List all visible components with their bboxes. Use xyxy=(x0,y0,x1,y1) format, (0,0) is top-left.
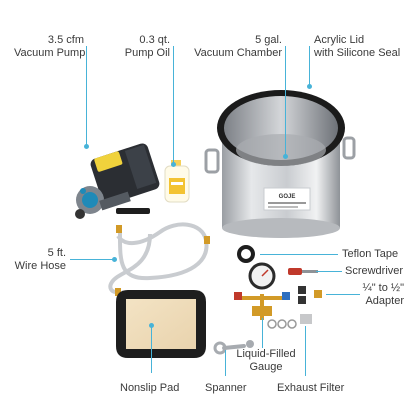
vacuum-chamber-label: 5 gal. Vacuum Chamber xyxy=(186,34,282,60)
vacuum-pump-icon xyxy=(75,143,160,219)
gauge-spec: Liquid-Filled xyxy=(236,348,296,360)
chamber-brand: GOJE xyxy=(279,194,296,200)
leader-dot-pump-oil xyxy=(171,162,176,167)
pump-oil-spec: 0.3 qt. xyxy=(139,34,170,46)
leader-dot-vacuum-pump xyxy=(84,144,89,149)
leader-pump-oil xyxy=(173,46,174,164)
gauge-name: Gauge xyxy=(249,361,283,373)
screwdriver-icon xyxy=(288,268,318,275)
adapter-label: ¼" to ½" Adapter xyxy=(350,282,404,308)
leader-spanner xyxy=(225,350,226,376)
leader-dot-vacuum-chamber xyxy=(283,154,288,159)
vacuum-pump-name: Vacuum Pump xyxy=(14,47,86,59)
acrylic-lid-detail: with Silicone Seal xyxy=(314,47,401,59)
wire-hose-name: Wire Hose xyxy=(14,260,66,272)
spanner-label: Spanner xyxy=(205,382,247,394)
exhaust-filter-label: Exhaust Filter xyxy=(277,382,345,394)
vacuum-pump-spec: 3.5 cfm xyxy=(47,34,84,46)
teflon-tape-label: Teflon Tape xyxy=(342,248,399,260)
leader-screwdriver xyxy=(316,271,342,272)
leader-nonslip-pad xyxy=(151,325,152,373)
leader-dot-acrylic-lid xyxy=(307,84,312,89)
leader-adapter xyxy=(326,294,360,295)
teflon-tape-icon xyxy=(237,245,255,263)
leader-dot-nonslip-pad xyxy=(149,323,154,328)
adapter-icon xyxy=(298,286,322,304)
vacuum-chamber-spec: 5 gal. xyxy=(255,34,282,46)
gauge-label: Liquid-Filled Gauge xyxy=(236,348,296,374)
vacuum-pump-label: 3.5 cfm Vacuum Pump xyxy=(14,34,86,60)
gauge-icon xyxy=(234,262,290,320)
hose-fitting-icon xyxy=(115,288,121,296)
leader-acrylic-lid xyxy=(309,46,310,86)
screwdriver-label: Screwdriver xyxy=(345,265,404,277)
acrylic-lid-label: Acrylic Lid with Silicone Seal xyxy=(314,34,400,60)
wire-hose-icon xyxy=(108,222,209,294)
pump-oil-icon xyxy=(164,160,190,203)
spanner-icon xyxy=(213,340,254,355)
vacuum-chamber-icon: GOJE xyxy=(204,90,356,238)
leader-vacuum-chamber xyxy=(285,46,286,156)
adapter-name: Adapter xyxy=(365,295,404,307)
pump-oil-label: 0.3 qt. Pump Oil xyxy=(104,34,170,60)
wire-hose-spec: 5 ft. xyxy=(47,247,66,259)
leader-wire-hose xyxy=(70,259,114,260)
adapter-spec: ¼" to ½" xyxy=(362,282,404,294)
acrylic-lid-name: Acrylic Lid xyxy=(314,34,365,46)
leader-teflon-tape xyxy=(260,254,338,255)
leader-exhaust-filter xyxy=(305,326,306,376)
leader-gauge xyxy=(262,318,263,348)
nonslip-pad-label: Nonslip Pad xyxy=(120,382,180,394)
vacuum-chamber-name: Vacuum Chamber xyxy=(194,47,282,59)
pump-oil-name: Pump Oil xyxy=(124,47,170,59)
wire-hose-label: 5 ft. Wire Hose xyxy=(4,247,66,273)
exhaust-filter-icon xyxy=(267,314,312,329)
leader-vacuum-pump xyxy=(86,46,87,146)
leader-dot-wire-hose xyxy=(112,257,117,262)
nonslip-pad-icon xyxy=(116,290,206,358)
